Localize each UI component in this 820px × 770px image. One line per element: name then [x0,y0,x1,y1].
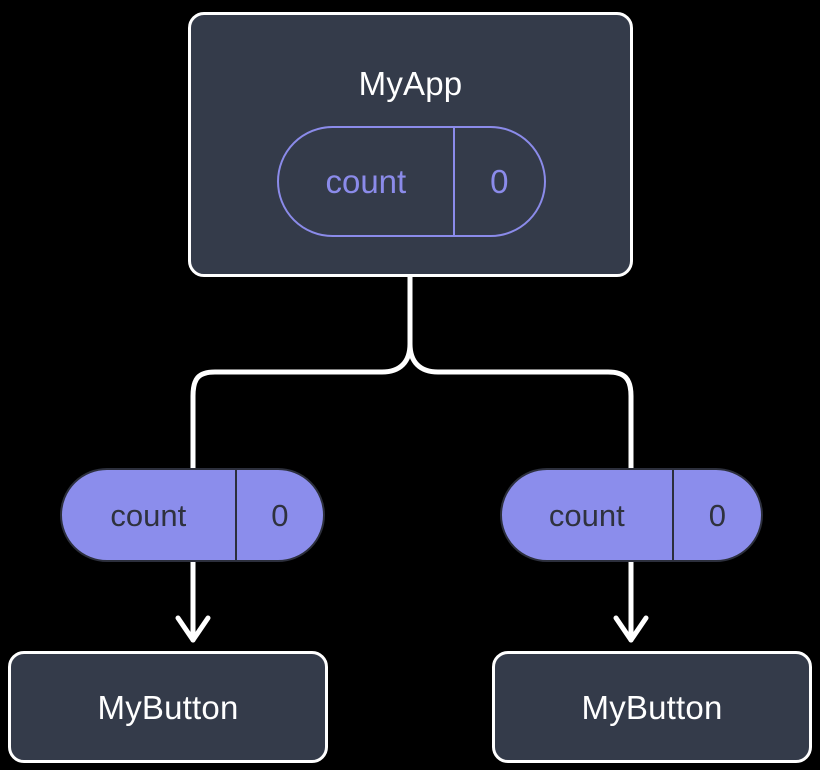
arrowhead-left [175,615,211,643]
component-title-mybutton-right: MyButton [581,688,723,726]
component-title-myapp: MyApp [358,65,463,102]
state-pill-key: count [279,128,455,235]
edge-fork-right [407,341,634,473]
props-pill-right[interactable]: count 0 [500,468,763,562]
component-node-mybutton-right[interactable]: MyButton [492,651,812,763]
state-pill-value: 0 [490,163,509,200]
edge-fork-left [190,341,413,473]
component-title-mybutton-left: MyButton [97,688,239,726]
props-pill-left[interactable]: count 0 [60,468,325,562]
component-node-mybutton-left[interactable]: MyButton [8,651,328,763]
arrowhead-right [613,615,649,643]
props-pill-key: count [62,470,237,560]
props-pill-key: count [502,470,674,560]
state-pill-myapp[interactable]: count 0 [277,126,546,237]
props-pill-value: 0 [271,497,289,533]
props-pill-value: 0 [708,497,726,533]
